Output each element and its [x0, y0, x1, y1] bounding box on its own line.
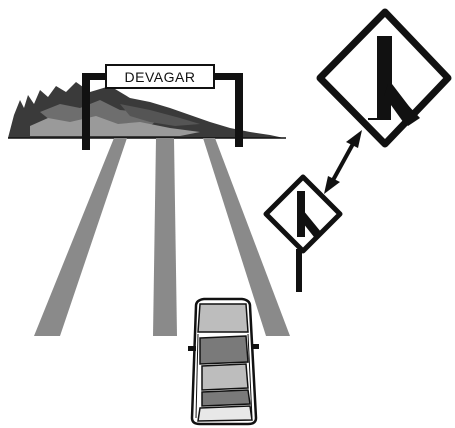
devagar-banner: DEVAGAR: [106, 65, 214, 88]
devagar-banner-text: DEVAGAR: [125, 69, 196, 85]
merge-sign-large: [320, 12, 448, 144]
left-lane-line: [34, 138, 127, 336]
double-headed-arrow-icon: [324, 130, 362, 194]
sign-post: [296, 249, 302, 292]
horizon-vegetation: [8, 82, 286, 138]
car-top-view-icon: [188, 299, 259, 424]
road-markings: [34, 138, 290, 336]
merge-sign-small: [266, 177, 340, 292]
center-lane-line: [153, 138, 177, 336]
